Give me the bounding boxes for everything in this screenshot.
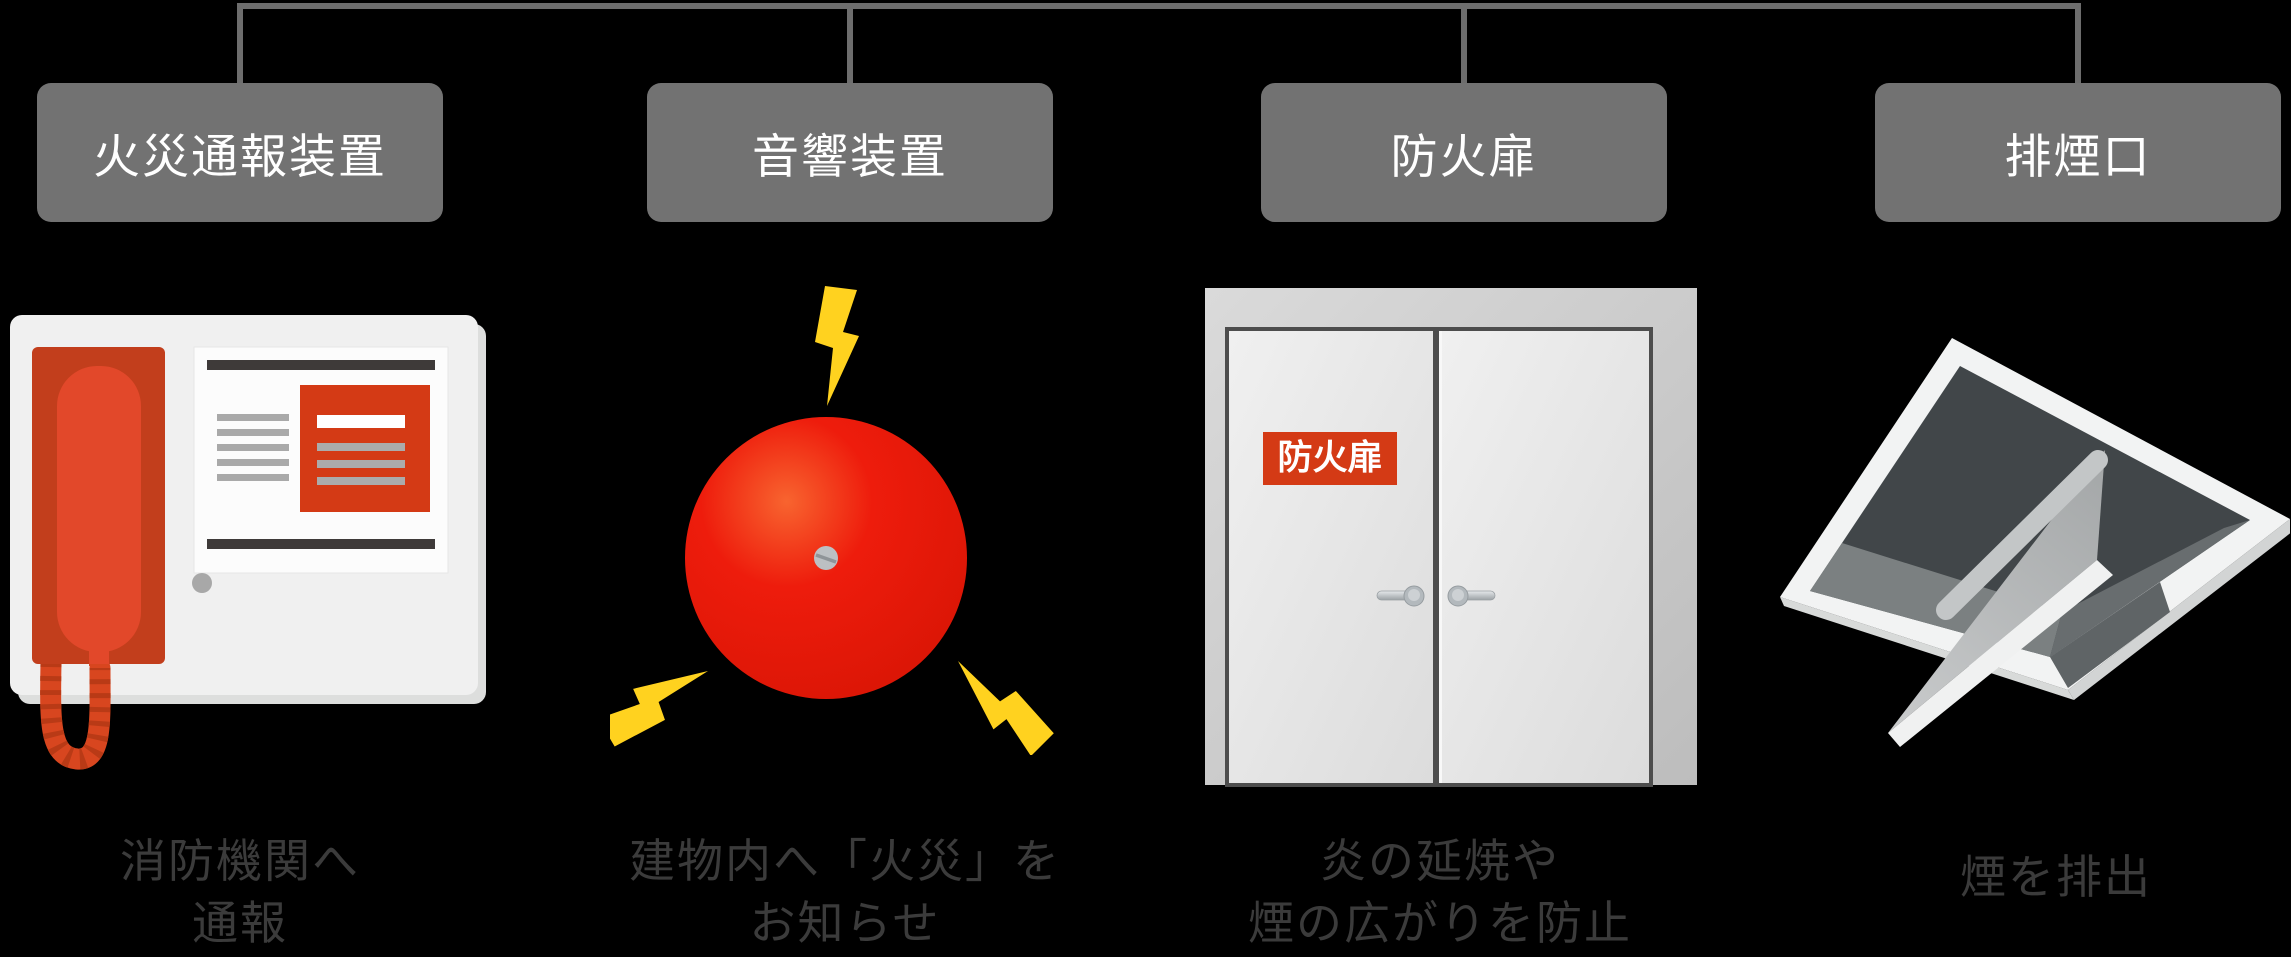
door-handle-left — [1376, 585, 1425, 607]
phone-handset — [57, 366, 141, 652]
vent-flap-face — [1888, 450, 2105, 733]
label-text-smoke-vent: 排煙口 — [2004, 130, 2152, 183]
vent-wall-lower — [2050, 582, 2170, 688]
caption-line: 炎の延焼や — [1320, 835, 1560, 887]
caption-smoke-vent: 煙を排出 — [1776, 846, 2291, 908]
vent-wall-right — [2050, 520, 2250, 657]
caption-fire-call-device: 消防機関へ 通報 — [0, 830, 520, 954]
bolt-top-icon — [815, 286, 859, 406]
phone-call-button — [192, 573, 212, 593]
label-text-fire-door: 防火扉 — [1390, 130, 1538, 183]
label-text-sound-device: 音響装置 — [752, 130, 948, 183]
fire-door-icon: 防火扉 — [1205, 288, 1697, 787]
phone-display — [193, 346, 449, 574]
emergency-phone-icon — [10, 315, 486, 770]
door-leaf-right — [1439, 331, 1649, 783]
label-box-fire-door: 防火扉 — [1261, 83, 1667, 222]
phone-handset-stem — [89, 640, 109, 664]
connector-horizontal-line — [237, 3, 2081, 9]
connector-stub-sound-device — [847, 3, 853, 85]
connector-stub-fire-call-device — [237, 3, 243, 85]
bolt-bottom-left-icon — [610, 645, 716, 755]
vent-frame-shadow-right — [2068, 519, 2290, 700]
caption-line: 煙の広がりを防止 — [1248, 897, 1632, 949]
door-gap — [1433, 331, 1439, 783]
vent-flap — [1888, 450, 2113, 747]
bell-center-screw — [814, 546, 838, 570]
label-box-fire-call-device: 火災通報装置 — [37, 83, 443, 222]
alert-card-lines — [317, 443, 405, 485]
connector-stub-fire-door — [1461, 3, 1467, 85]
door-leaf-left — [1229, 331, 1433, 783]
caption-line: 消防機関へ — [120, 835, 360, 887]
caption-line: 通報 — [192, 897, 288, 949]
label-text-fire-call-device: 火災通報装置 — [93, 130, 387, 183]
alarm-bell-icon — [610, 286, 1060, 755]
door-handle-right — [1447, 585, 1496, 607]
vent-flap-rim — [1936, 450, 2108, 620]
connector-stub-smoke-vent — [2075, 3, 2081, 85]
display-text-lines — [217, 414, 289, 481]
bolt-bottom-right-icon — [938, 651, 1060, 755]
caption-line: お知らせ — [749, 897, 941, 949]
door-leaf-highlight — [1439, 331, 1442, 783]
label-box-sound-device: 音響装置 — [647, 83, 1053, 222]
caption-line: 建物内へ「火災」を — [629, 835, 1061, 887]
vent-flap-edge — [1888, 560, 2113, 747]
vent-frame-shadow-left — [1780, 597, 2074, 700]
door-sign: 防火扉 — [1263, 432, 1397, 485]
caption-line: 煙を排出 — [1960, 851, 2152, 903]
door-sign-text: 防火扉 — [1277, 438, 1382, 477]
caption-fire-door: 炎の延焼や 煙の広がりを防止 — [1160, 830, 1720, 954]
smoke-vent-icon — [1780, 338, 2290, 747]
label-box-smoke-vent: 排煙口 — [1875, 83, 2281, 222]
caption-sound-device: 建物内へ「火災」を お知らせ — [565, 830, 1125, 954]
